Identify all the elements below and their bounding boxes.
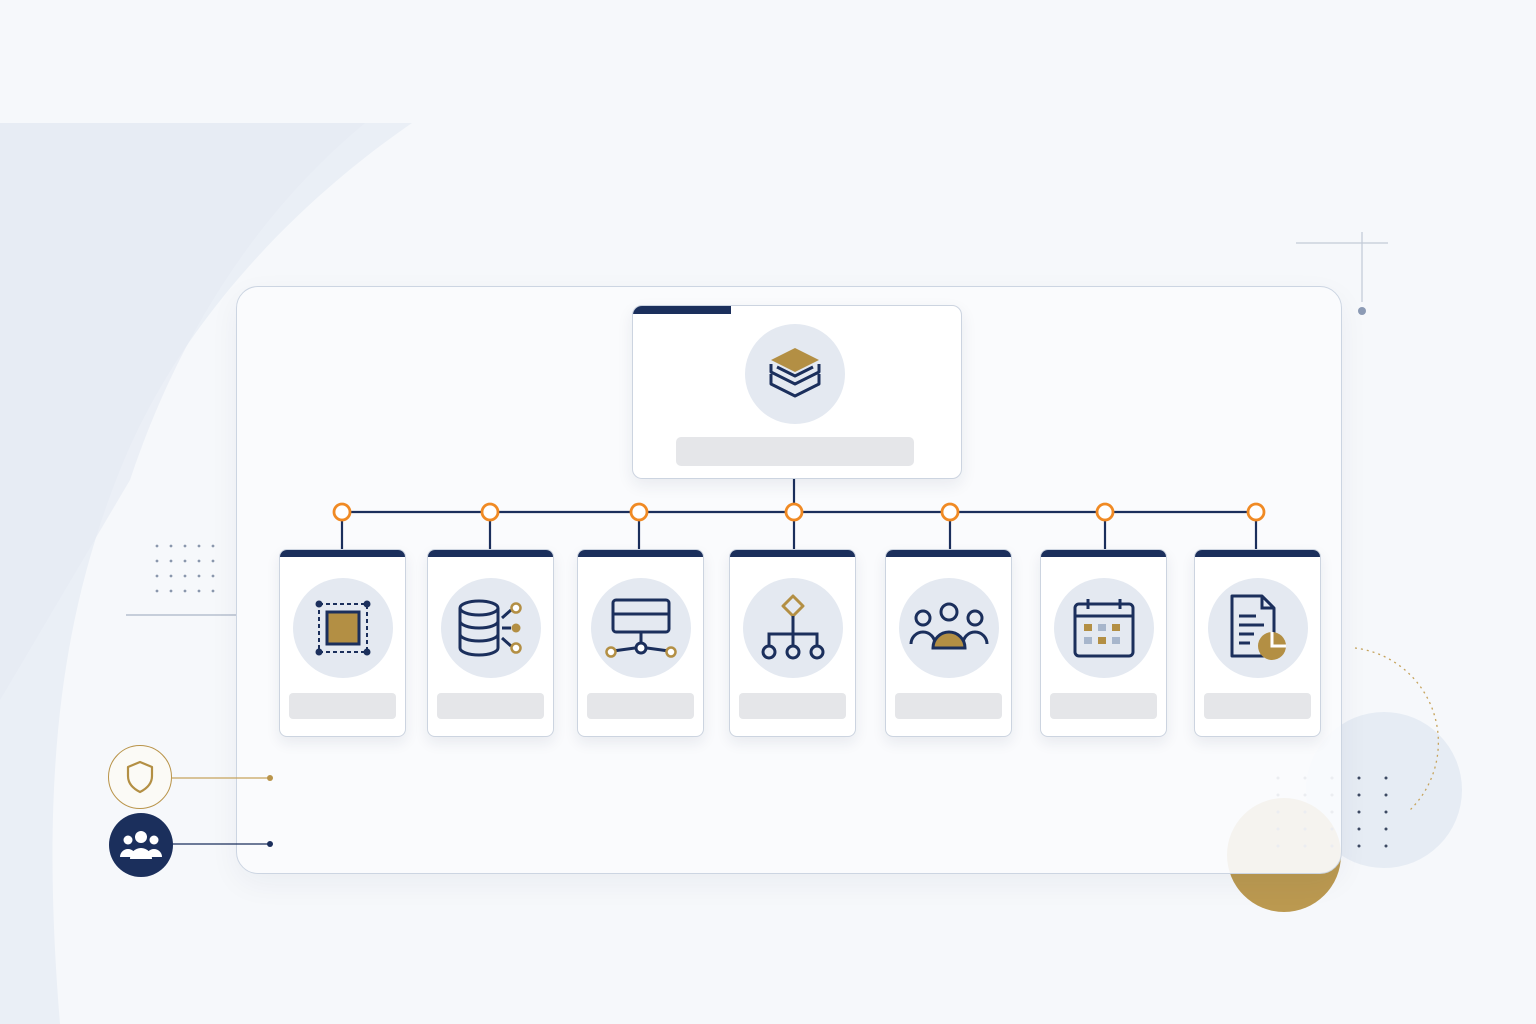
server-network-icon [604,598,677,658]
icon-circle [1053,578,1154,678]
node-label-placeholder [739,693,846,719]
node-label-placeholder [1050,693,1157,719]
chip-select-icon [315,600,370,656]
card-top-bar [1041,550,1166,557]
card-top-bar [1195,550,1320,557]
node-label-placeholder [289,693,396,719]
root-accent-bar [633,306,731,314]
decision-hierarchy-icon [761,594,824,660]
card-top-bar [428,550,553,557]
icon-circle [590,578,691,678]
root-label-placeholder [676,437,914,466]
child-node-card[interactable] [1040,549,1167,737]
card-top-bar [280,550,405,557]
root-icon-circle [745,324,845,424]
shield-badge[interactable] [108,745,172,809]
shield-icon [126,760,154,794]
icon-circle [440,578,541,678]
calendar-icon [1073,599,1134,658]
child-node-card[interactable] [577,549,704,737]
child-node-card[interactable] [427,549,554,737]
child-node-card[interactable] [885,549,1012,737]
child-node-card[interactable] [1194,549,1321,737]
card-top-bar [578,550,703,557]
icon-circle [898,578,999,678]
node-label-placeholder [895,693,1002,719]
dot-grid-left [155,544,215,593]
users-icon [120,831,162,859]
database-network-icon [458,599,522,657]
icon-circle [1207,578,1308,678]
node-label-placeholder [587,693,694,719]
team-icon [909,602,988,650]
layers-stack-icon [769,348,821,398]
node-label-placeholder [437,693,544,719]
node-label-placeholder [1204,693,1311,719]
child-node-card[interactable] [279,549,406,737]
document-report-icon [1230,594,1286,660]
card-top-bar [886,550,1011,557]
root-node-card[interactable] [632,305,962,479]
child-node-card[interactable] [729,549,856,737]
icon-circle [742,578,843,678]
users-badge[interactable] [109,813,173,877]
card-top-bar [730,550,855,557]
icon-circle [292,578,393,678]
